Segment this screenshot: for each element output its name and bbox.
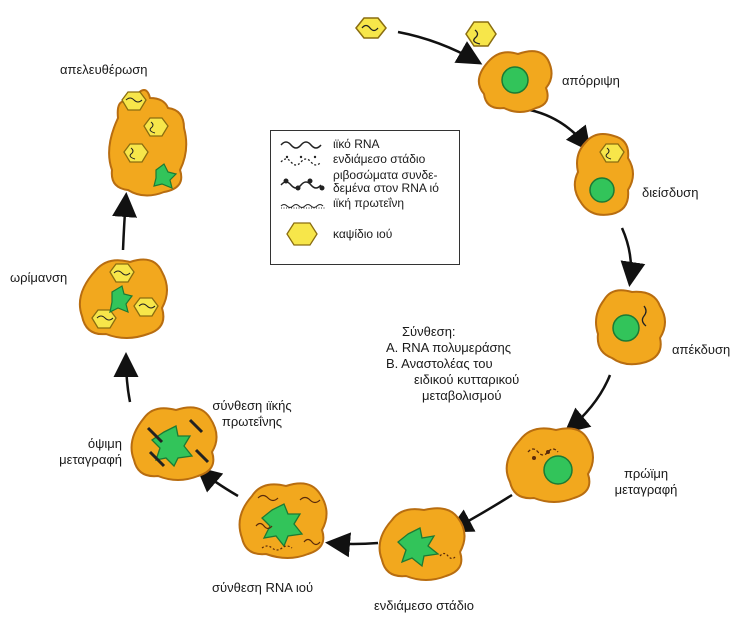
arrow-free-to-adsorption	[397, 30, 483, 65]
label-early-transcription: πρώϊμη μεταγραφή	[598, 466, 694, 498]
hexagon-capsid-icon	[286, 222, 318, 246]
cell-adsorption	[477, 50, 553, 113]
synthesis-item-b-line-2: ειδικού κυτταρικού	[414, 372, 520, 387]
legend-item-ribosomes: ριβοσώματα συνδε- δεμένα στον RNA ιό	[333, 169, 439, 195]
label-intermediate: ενδιάμεσο στάδιο	[374, 598, 474, 613]
protein-chain-icon	[280, 204, 325, 209]
label-maturation: ωρίμανση	[10, 270, 68, 285]
label-protein-synthesis: σύνθεση ιϊκής πρωτεΐνης	[196, 398, 308, 430]
ribosome-rna-icon	[280, 178, 325, 191]
arrow-penetration-to-uncoating	[620, 227, 646, 287]
arrow-uncoating-to-early	[564, 374, 612, 434]
label-uncoating: απέκδυση	[672, 342, 731, 357]
label-late-line-2: μεταγραφή	[59, 452, 122, 467]
synthesis-title: Σύνθεση:	[402, 324, 456, 339]
cell-intermediate	[378, 507, 466, 581]
legend-item-viral-rna: ιϊκό RNA	[333, 137, 380, 151]
synthesis-item-b-line-3: μεταβολισμού	[422, 388, 502, 403]
label-adsorption: απόρριψη	[562, 73, 620, 88]
cycle-arrows	[112, 30, 646, 558]
legend-ribosomes-line-2: δεμένα στον RNA ιό	[333, 181, 439, 195]
label-protein-line-1: σύνθεση ιϊκής	[212, 398, 292, 413]
wavy-line-icon	[280, 141, 322, 149]
label-late-line-1: όψιμη	[87, 436, 122, 451]
dashed-wavy-icon	[280, 155, 322, 166]
cell-early-transcription	[505, 427, 594, 503]
label-late-transcription: όψιμη μεταγραφή	[30, 436, 122, 468]
cell-maturation	[78, 258, 168, 339]
legend-box: ιϊκό RNA ενδιάμεσο στάδιο ριβοσώματα συν…	[270, 130, 460, 265]
cell-uncoating	[595, 289, 666, 366]
label-early-line-1: πρώϊμη	[623, 466, 669, 481]
label-rna-synthesis: σύνθεση RNA ιού	[212, 580, 314, 595]
cell-release	[108, 89, 188, 197]
cell-penetration	[573, 133, 634, 216]
arrow-rna-to-late	[196, 466, 239, 498]
label-early-line-2: μεταγραφή	[614, 482, 678, 497]
label-penetration: διείσδυση	[642, 185, 699, 200]
legend-item-intermediate: ενδιάμεσο στάδιο	[333, 152, 426, 166]
label-release: απελευθέρωση	[60, 62, 148, 77]
cell-rna-synthesis	[238, 482, 328, 559]
legend-ribosomes-line-1: ριβοσώματα συνδε-	[333, 168, 438, 182]
arrow-intermediate-to-rna	[325, 532, 379, 558]
legend-item-protein: ιϊκή πρωτεΐνη	[333, 196, 405, 210]
synthesis-item-b-line-1: Β. Αναστολέας του	[386, 356, 493, 371]
label-protein-line-2: πρωτεΐνης	[221, 414, 283, 429]
synthesis-note: Σύνθεση: Α. RNA πολυμεράσης Β. Αναστολέα…	[386, 324, 519, 404]
arrow-late-to-maturation	[113, 352, 139, 403]
arrow-maturation-to-release	[112, 192, 138, 251]
cell-late-transcription	[130, 406, 218, 481]
free-virion-left	[355, 17, 387, 39]
legend-item-capsid: καψίδιο ιού	[333, 227, 393, 241]
free-virion-right	[465, 21, 497, 47]
arrow-adsorption-to-penetration	[529, 108, 592, 152]
synthesis-item-a: Α. RNA πολυμεράσης	[386, 340, 512, 355]
